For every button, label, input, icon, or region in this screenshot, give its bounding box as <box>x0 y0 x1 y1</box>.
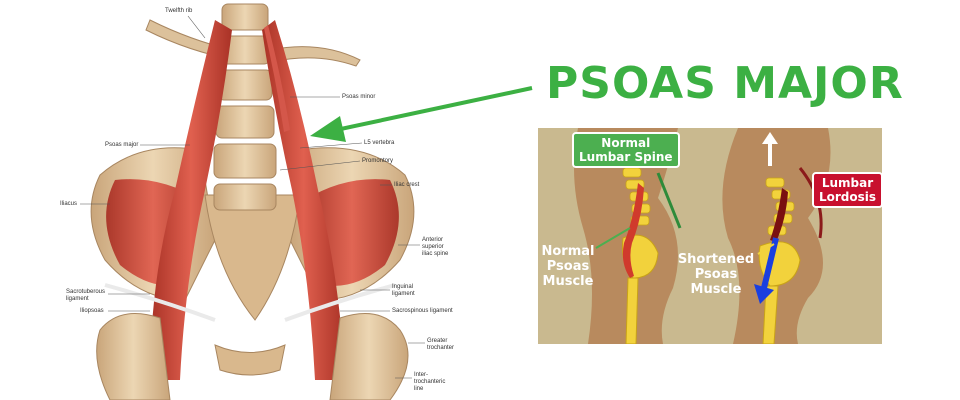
lordosis-comparison-inset: Normal Lumbar Spine Lumbar Lordosis Norm… <box>538 128 882 344</box>
psoas-anatomy-illustration <box>80 3 425 400</box>
lordosis-femur <box>762 285 779 344</box>
label-asis-line2: superior <box>422 244 444 250</box>
label-iliacus: Iliacus <box>60 201 78 207</box>
caption-normal-line3: Muscle <box>542 274 594 289</box>
shortened-psoas <box>770 188 788 242</box>
inset-figures <box>574 128 831 344</box>
caption-short-line1: Shortened <box>677 252 755 267</box>
label-iliopsoas: Iliopsoas <box>80 308 104 314</box>
label-sacrotuberous: Sacrotuberous ligament <box>66 289 105 303</box>
label-twelfth-rib: Twelfth rib <box>165 8 193 14</box>
label-intertroch-line3: line <box>414 386 424 392</box>
label-intertroch-line1: Inter- <box>414 372 429 378</box>
psoas-minor-right <box>264 25 290 132</box>
caption-shortened-psoas: Shortened Psoas Muscle <box>676 252 756 297</box>
inguinal-ligament-right <box>284 283 396 322</box>
caption-short-line3: Muscle <box>690 282 742 297</box>
caption-normal-line1: Normal <box>541 244 595 259</box>
normal-body-silhouette <box>574 128 678 344</box>
label-inguinal-line2: ligament <box>392 291 415 297</box>
caption-short-line2: Psoas <box>694 267 738 282</box>
label-l5-vertebra: L5 vertebra <box>364 140 395 146</box>
pubic-symphysis <box>214 344 286 376</box>
twelfth-rib-right <box>269 46 361 67</box>
sacrum <box>204 194 301 321</box>
label-psoas-major: Psoas major <box>105 142 139 148</box>
label-sacrotuberous-line2: ligament <box>66 296 89 302</box>
label-asis-line1: Anterior <box>422 237 444 243</box>
label-greater-line2: trochanter <box>427 345 455 351</box>
down-arrow-icon <box>754 237 779 304</box>
label-asis-line3: iliac spine <box>422 251 449 257</box>
tag-lumbar-lordosis: Lumbar Lordosis <box>812 172 882 208</box>
label-greater-trochanter: Greater trochanter <box>427 338 454 352</box>
tag-normal-lumbar-spine: Normal Lumbar Spine <box>572 132 680 168</box>
label-intertroch-line2: trochanteric <box>414 379 446 385</box>
caption-normal-line2: Psoas <box>546 259 590 274</box>
label-iliac-crest: Iliac crest <box>394 182 420 188</box>
short-psoas-pointer <box>757 243 775 255</box>
caption-normal-psoas: Normal Psoas Muscle <box>540 244 596 289</box>
label-sacrospinous: Sacrospinous ligament <box>392 308 453 314</box>
label-inguinal: Inguinal ligament <box>392 284 415 298</box>
label-inguinal-line1: Inguinal <box>392 284 414 290</box>
inguinal-ligament-left <box>104 283 216 322</box>
tag-lordosis-line1: Lumbar <box>821 176 874 190</box>
femur-left <box>96 313 171 400</box>
up-arrow-icon <box>762 132 778 166</box>
tag-normal-line2: Lumbar Spine <box>579 150 673 164</box>
label-sacrotuberous-line1: Sacrotuberous <box>66 289 106 295</box>
label-greater-line1: Greater <box>427 338 448 344</box>
femur-right <box>329 313 409 400</box>
label-promontory: Promontory <box>362 158 394 164</box>
normal-psoas <box>622 183 644 278</box>
headline-psoas-major: PSOAS MAJOR <box>546 58 904 109</box>
psoas-major-left <box>150 20 232 380</box>
normal-curve-line <box>656 172 682 229</box>
tag-normal-line1: Normal <box>601 136 651 150</box>
leader-lines <box>80 15 425 379</box>
tag-lordosis-line2: Lordosis <box>819 190 877 204</box>
label-psoas-minor: Psoas minor <box>342 94 376 100</box>
label-intertrochanteric: Inter- trochanteric line <box>414 372 445 393</box>
normal-femur <box>625 277 639 344</box>
normal-psoas-pointer <box>595 227 631 249</box>
label-asis: Anterior superior iliac spine <box>422 237 448 258</box>
